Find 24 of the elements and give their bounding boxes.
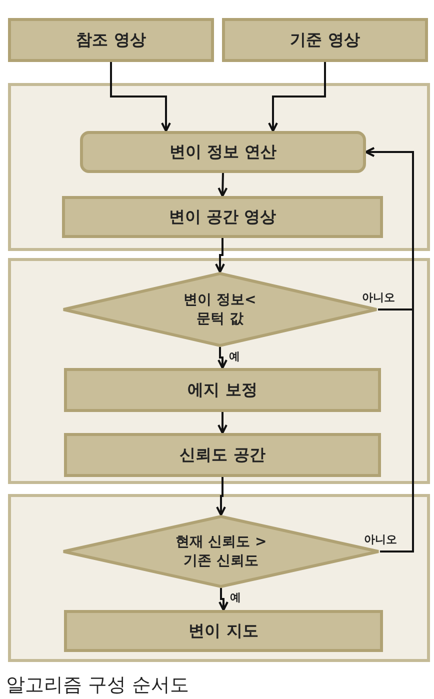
edge-label: 아니오 — [362, 290, 395, 304]
arrow — [218, 412, 228, 434]
edge-label: 아니오 — [364, 532, 397, 546]
process-box: 변이 공간 영상 — [62, 196, 383, 238]
arrow — [365, 147, 414, 552]
arrow — [110, 62, 171, 132]
arrow — [218, 588, 228, 611]
process-box: 변이 정보 연산 — [80, 131, 366, 173]
edge-label: 예 — [229, 349, 240, 364]
arrow — [268, 62, 326, 132]
group-panel — [8, 83, 430, 251]
process-box: 기준 영상 — [222, 18, 428, 62]
caption: 알고리즘 구성 순서도 — [6, 673, 190, 698]
arrow — [218, 347, 228, 369]
process-box: 에지 보정 — [64, 368, 381, 412]
group-panel — [8, 494, 430, 662]
edge-label: 예 — [230, 590, 241, 605]
arrow — [216, 477, 226, 516]
process-box: 신뢰도 공간 — [64, 433, 381, 477]
group-panel — [8, 258, 430, 484]
process-box: 참조 영상 — [8, 18, 214, 62]
process-box: 변이 지도 — [64, 610, 383, 652]
arrow — [215, 238, 225, 273]
arrow — [218, 172, 228, 197]
